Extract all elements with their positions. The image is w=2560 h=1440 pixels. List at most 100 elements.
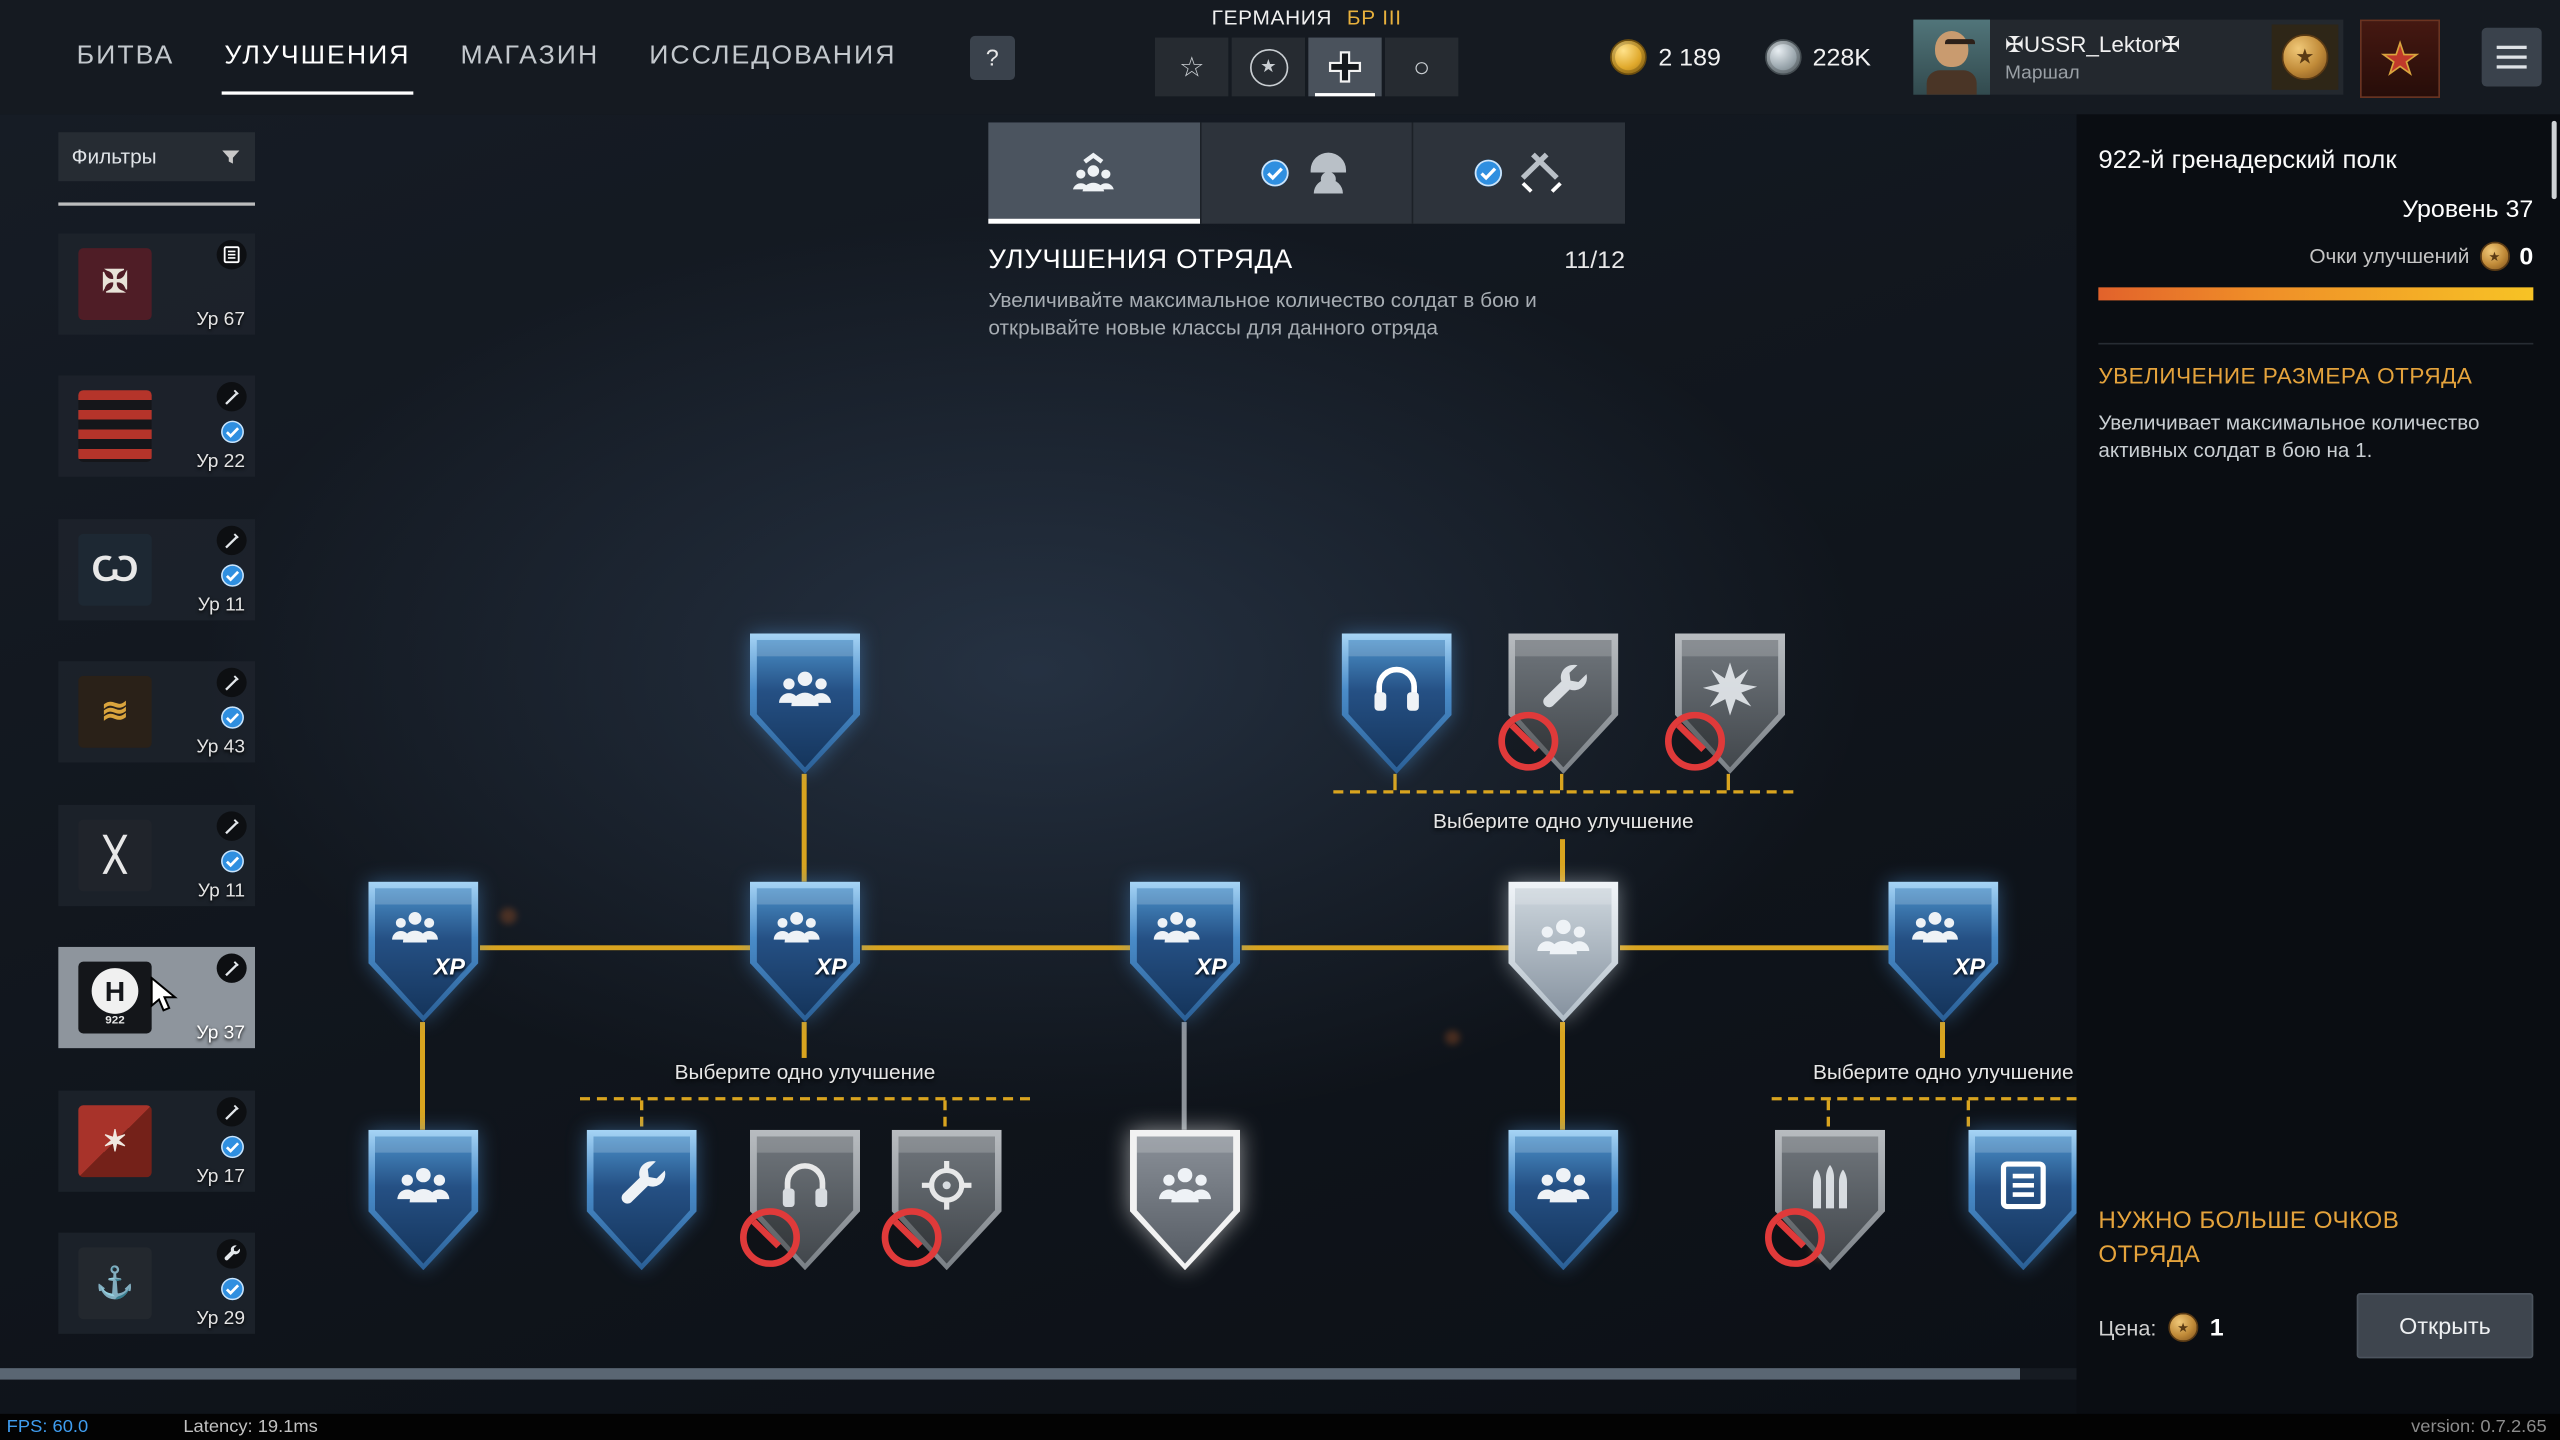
faction-label: ГЕРМАНИЯ БР III xyxy=(1098,7,1515,30)
page-title: УЛУЧШЕНИЯ ОТРЯДА xyxy=(988,244,1293,275)
wrench-icon xyxy=(1535,661,1592,717)
squad-level: Ур 17 xyxy=(196,1167,246,1187)
class-badge xyxy=(216,1239,247,1269)
squad-card-1[interactable]: ✠ Ур 67 xyxy=(58,233,256,335)
squad-card-4[interactable]: ≋ Ур 43 xyxy=(58,661,256,763)
red-star-icon: ★ xyxy=(2380,34,2421,84)
filters-button[interactable]: Фильтры xyxy=(58,132,256,182)
upgrade-points-label: Очки улучшений xyxy=(2309,244,2470,268)
upgrade-progress-count: 11/12 xyxy=(1564,246,1626,275)
squad-card-8[interactable]: ⚓ Ур 29 xyxy=(58,1232,256,1334)
circle-icon: ○ xyxy=(1413,51,1431,83)
node-xp-boost-2[interactable]: XP xyxy=(750,881,861,1023)
node-engineer-choice[interactable]: XP xyxy=(1498,633,1619,774)
node-squad-size-available[interactable]: XP xyxy=(1508,881,1619,1023)
squad-card-2[interactable]: Ур 22 xyxy=(58,375,256,477)
squad-card-3[interactable]: Ѡ Ур 11 xyxy=(58,519,256,621)
player-card[interactable]: ✠USSR_Lektor✠ Маршал ★ xyxy=(1913,19,2344,95)
upgrade-point-icon: ★ xyxy=(2479,241,2510,272)
squad-card-5[interactable]: ╳ Ур 11 xyxy=(58,804,256,907)
hamburger-menu-button[interactable] xyxy=(2481,27,2542,87)
upgrade-points-row: Очки улучшений ★ 0 xyxy=(2309,241,2533,272)
squad-xp-icon xyxy=(1152,903,1202,952)
squad-detail-panel: 922-й гренадерский полк Уровень 37 Очки … xyxy=(2076,114,2560,1414)
class-badge xyxy=(216,667,247,698)
rifle-icon xyxy=(222,1102,242,1122)
squad-level-label: Уровень 37 xyxy=(2402,195,2534,224)
class-badge xyxy=(216,382,247,412)
faction-japan-button[interactable]: ○ xyxy=(1385,37,1459,97)
nav-battle[interactable]: БИТВА xyxy=(76,42,175,71)
rank-medal-tile: ★ xyxy=(2271,24,2339,90)
choose-one-label: Выберите одно улучшение xyxy=(1812,1061,2074,1085)
locked-icon xyxy=(1765,1208,1826,1267)
choice-group-line xyxy=(580,1097,1031,1101)
node-xp-boost-3[interactable]: XP xyxy=(1130,881,1241,1023)
top-bar: БИТВА УЛУЧШЕНИЯ МАГАЗИН ИССЛЕДОВАНИЯ ? Г… xyxy=(0,0,2560,115)
choice-tick xyxy=(1393,773,1397,791)
node-squad-size-top[interactable]: XP xyxy=(750,633,861,774)
connector-line xyxy=(861,945,1132,951)
nav-shop[interactable]: МАГАЗИН xyxy=(460,42,600,71)
squad-level: Ур 11 xyxy=(197,881,246,902)
choice-group-line xyxy=(1771,1097,2077,1101)
node-loadout-unlocked[interactable]: XP xyxy=(1968,1129,2077,1271)
choice-tick xyxy=(1966,1100,1971,1127)
help-button[interactable]: ? xyxy=(969,35,1015,80)
horizontal-scrollbar xyxy=(0,1368,2077,1380)
locked-icon xyxy=(1665,711,1726,771)
tab-weapon-upgrades[interactable] xyxy=(1413,122,1626,224)
squad-emblem: ╳ xyxy=(78,819,152,892)
horizontal-scrollbar-thumb[interactable] xyxy=(0,1368,2021,1380)
node-xp-boost-4[interactable]: XP xyxy=(1888,881,1999,1023)
node-squad-size-selected[interactable]: XP xyxy=(1130,1129,1241,1271)
battle-rating: БР III xyxy=(1346,6,1402,30)
node-marksman-locked[interactable]: XP xyxy=(881,1129,1002,1271)
choice-tick xyxy=(1826,1100,1831,1127)
class-badge xyxy=(216,525,247,556)
premium-emblem-tile[interactable]: ★ xyxy=(2360,19,2441,98)
node-ammo-locked[interactable]: XP xyxy=(1765,1129,1886,1271)
choose-one-label: Выберите одно улучшение xyxy=(674,1061,936,1085)
rifle-icon xyxy=(222,531,242,551)
nav-upgrades[interactable]: УЛУЧШЕНИЯ xyxy=(220,42,414,95)
node-radio-operator-choice[interactable]: XP xyxy=(1341,633,1452,774)
fps-counter: FPS: 60.0 xyxy=(6,1417,89,1437)
check-icon xyxy=(220,849,245,873)
node-radio-operator-locked[interactable]: XP xyxy=(740,1129,861,1271)
squad-level: Ур 29 xyxy=(196,1309,246,1329)
faction-ussr-button[interactable]: ☆ xyxy=(1155,37,1229,97)
squad-xp-progress-bar xyxy=(2098,287,2534,301)
squad-xp-icon xyxy=(1910,903,1960,952)
silver-currency[interactable]: 228K xyxy=(1764,39,1871,76)
need-points-warning: НУЖНО БОЛЬШЕ ОЧКОВ ОТРЯДА xyxy=(2098,1208,2400,1269)
open-button[interactable]: Открыть xyxy=(2356,1293,2534,1359)
explosion-icon xyxy=(1702,661,1759,717)
squad-level: Ур 22 xyxy=(196,452,246,472)
crosshair-icon xyxy=(918,1158,975,1214)
node-squad-size-2[interactable]: XP xyxy=(1508,1129,1619,1271)
tab-squad-upgrades[interactable] xyxy=(988,122,1202,224)
squad-level: Ур 37 xyxy=(196,1023,246,1044)
node-engineer-unlocked[interactable]: XP xyxy=(586,1129,697,1271)
upgrade-point-icon: ★ xyxy=(2168,1312,2199,1343)
gold-coin-icon xyxy=(1610,39,1647,76)
node-xp-boost-1[interactable]: XP xyxy=(368,881,479,1023)
faction-allies-button[interactable]: ★ xyxy=(1231,37,1306,97)
wrench-icon xyxy=(222,1244,242,1264)
squad-card-7[interactable]: ✶ Ур 17 xyxy=(58,1090,256,1192)
bullets-icon xyxy=(1802,1158,1859,1214)
choice-tick xyxy=(1726,773,1731,791)
nav-research[interactable]: ИССЛЕДОВАНИЯ xyxy=(649,42,897,71)
soldier-upgrades-icon xyxy=(1303,149,1353,198)
panel-scrollbar-thumb[interactable] xyxy=(2551,120,2557,200)
node-explosives-choice[interactable]: XP xyxy=(1665,633,1786,774)
upgrade-category-tabs xyxy=(988,122,1626,224)
bokeh-dot xyxy=(500,907,517,925)
faction-germany-button[interactable] xyxy=(1308,37,1382,97)
squad-name: 922-й гренадерский полк xyxy=(2098,146,2397,175)
gold-currency[interactable]: 2 189 xyxy=(1610,39,1721,76)
tab-soldier-upgrades[interactable] xyxy=(1201,122,1414,224)
node-squad-size-1[interactable]: XP xyxy=(368,1129,479,1271)
